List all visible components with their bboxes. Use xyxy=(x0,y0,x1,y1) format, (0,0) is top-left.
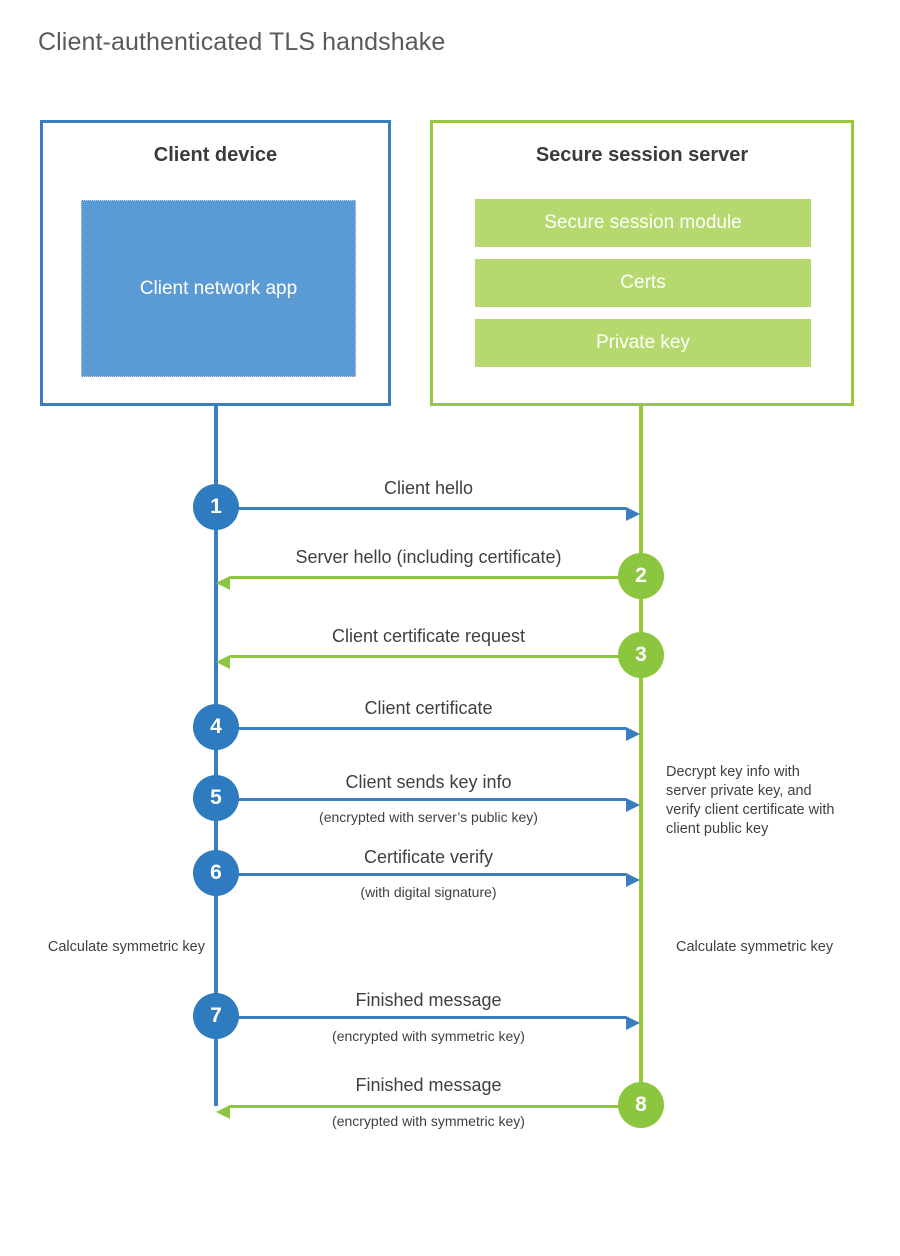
client-device-title: Client device xyxy=(153,144,278,166)
message-8-sublabel: (encrypted with symmetric key) xyxy=(332,1113,525,1129)
message-7-label: Finished message xyxy=(355,990,502,1010)
message-3-arrow-head-icon xyxy=(216,655,230,669)
step-number-5: 5 xyxy=(193,775,239,821)
step-number-3: 3 xyxy=(618,632,664,678)
client-calculate-symmetric-key-note: Calculate symmetric key xyxy=(47,939,205,955)
message-1-arrow-head-icon xyxy=(626,507,640,521)
message-5-arrow-head-icon xyxy=(626,798,640,812)
server-module-list: Secure session module Certs Private key xyxy=(475,199,811,367)
server-lifeline xyxy=(639,406,643,1106)
message-3-label: Client certificate request xyxy=(331,626,526,646)
message-2-arrow-head-icon xyxy=(216,576,230,590)
server-decrypt-note: Decrypt key info with server private key… xyxy=(666,764,835,837)
server-module-item: Secure session module xyxy=(475,199,811,247)
step-number-2: 2 xyxy=(618,553,664,599)
message-8-label: Finished message xyxy=(355,1075,502,1095)
client-lifeline xyxy=(214,406,218,1106)
server-calculate-symmetric-key-note: Calculate symmetric key xyxy=(676,939,834,955)
message-7-arrow-line xyxy=(216,1016,626,1019)
server-module-item: Certs xyxy=(475,259,811,307)
message-5-arrow-line xyxy=(216,798,626,801)
message-4-arrow-head-icon xyxy=(626,727,640,741)
message-6-arrow-head-icon xyxy=(626,873,640,887)
message-1-label: Client hello xyxy=(383,478,474,498)
message-6-sublabel: (with digital signature) xyxy=(360,884,497,900)
step-number-7: 7 xyxy=(193,993,239,1039)
client-network-app-block: Client network app xyxy=(81,200,356,377)
message-7-sublabel: (encrypted with symmetric key) xyxy=(332,1028,525,1044)
message-8-arrow-line xyxy=(230,1105,641,1108)
secure-session-server-title: Secure session server xyxy=(535,144,749,166)
message-2-label: Server hello (including certificate) xyxy=(295,547,562,567)
message-2-arrow-line xyxy=(230,576,641,579)
message-5-label: Client sends key info xyxy=(345,772,512,792)
step-number-4: 4 xyxy=(193,704,239,750)
message-5-sublabel: (encrypted with server’s public key) xyxy=(319,809,538,825)
message-6-arrow-line xyxy=(216,873,626,876)
message-3-arrow-line xyxy=(230,655,641,658)
message-6-label: Certificate verify xyxy=(363,847,494,867)
page-title: Client-authenticated TLS handshake xyxy=(38,28,446,56)
message-8-arrow-head-icon xyxy=(216,1105,230,1119)
message-1-arrow-line xyxy=(216,507,626,510)
message-4-label: Client certificate xyxy=(364,698,493,718)
secure-session-server-box: Secure session server Secure session mod… xyxy=(430,120,854,406)
message-4-arrow-line xyxy=(216,727,626,730)
step-number-6: 6 xyxy=(193,850,239,896)
step-number-1: 1 xyxy=(193,484,239,530)
server-module-item: Private key xyxy=(475,319,811,367)
step-number-8: 8 xyxy=(618,1082,664,1128)
message-7-arrow-head-icon xyxy=(626,1016,640,1030)
client-device-box: Client device Client network app xyxy=(40,120,391,406)
